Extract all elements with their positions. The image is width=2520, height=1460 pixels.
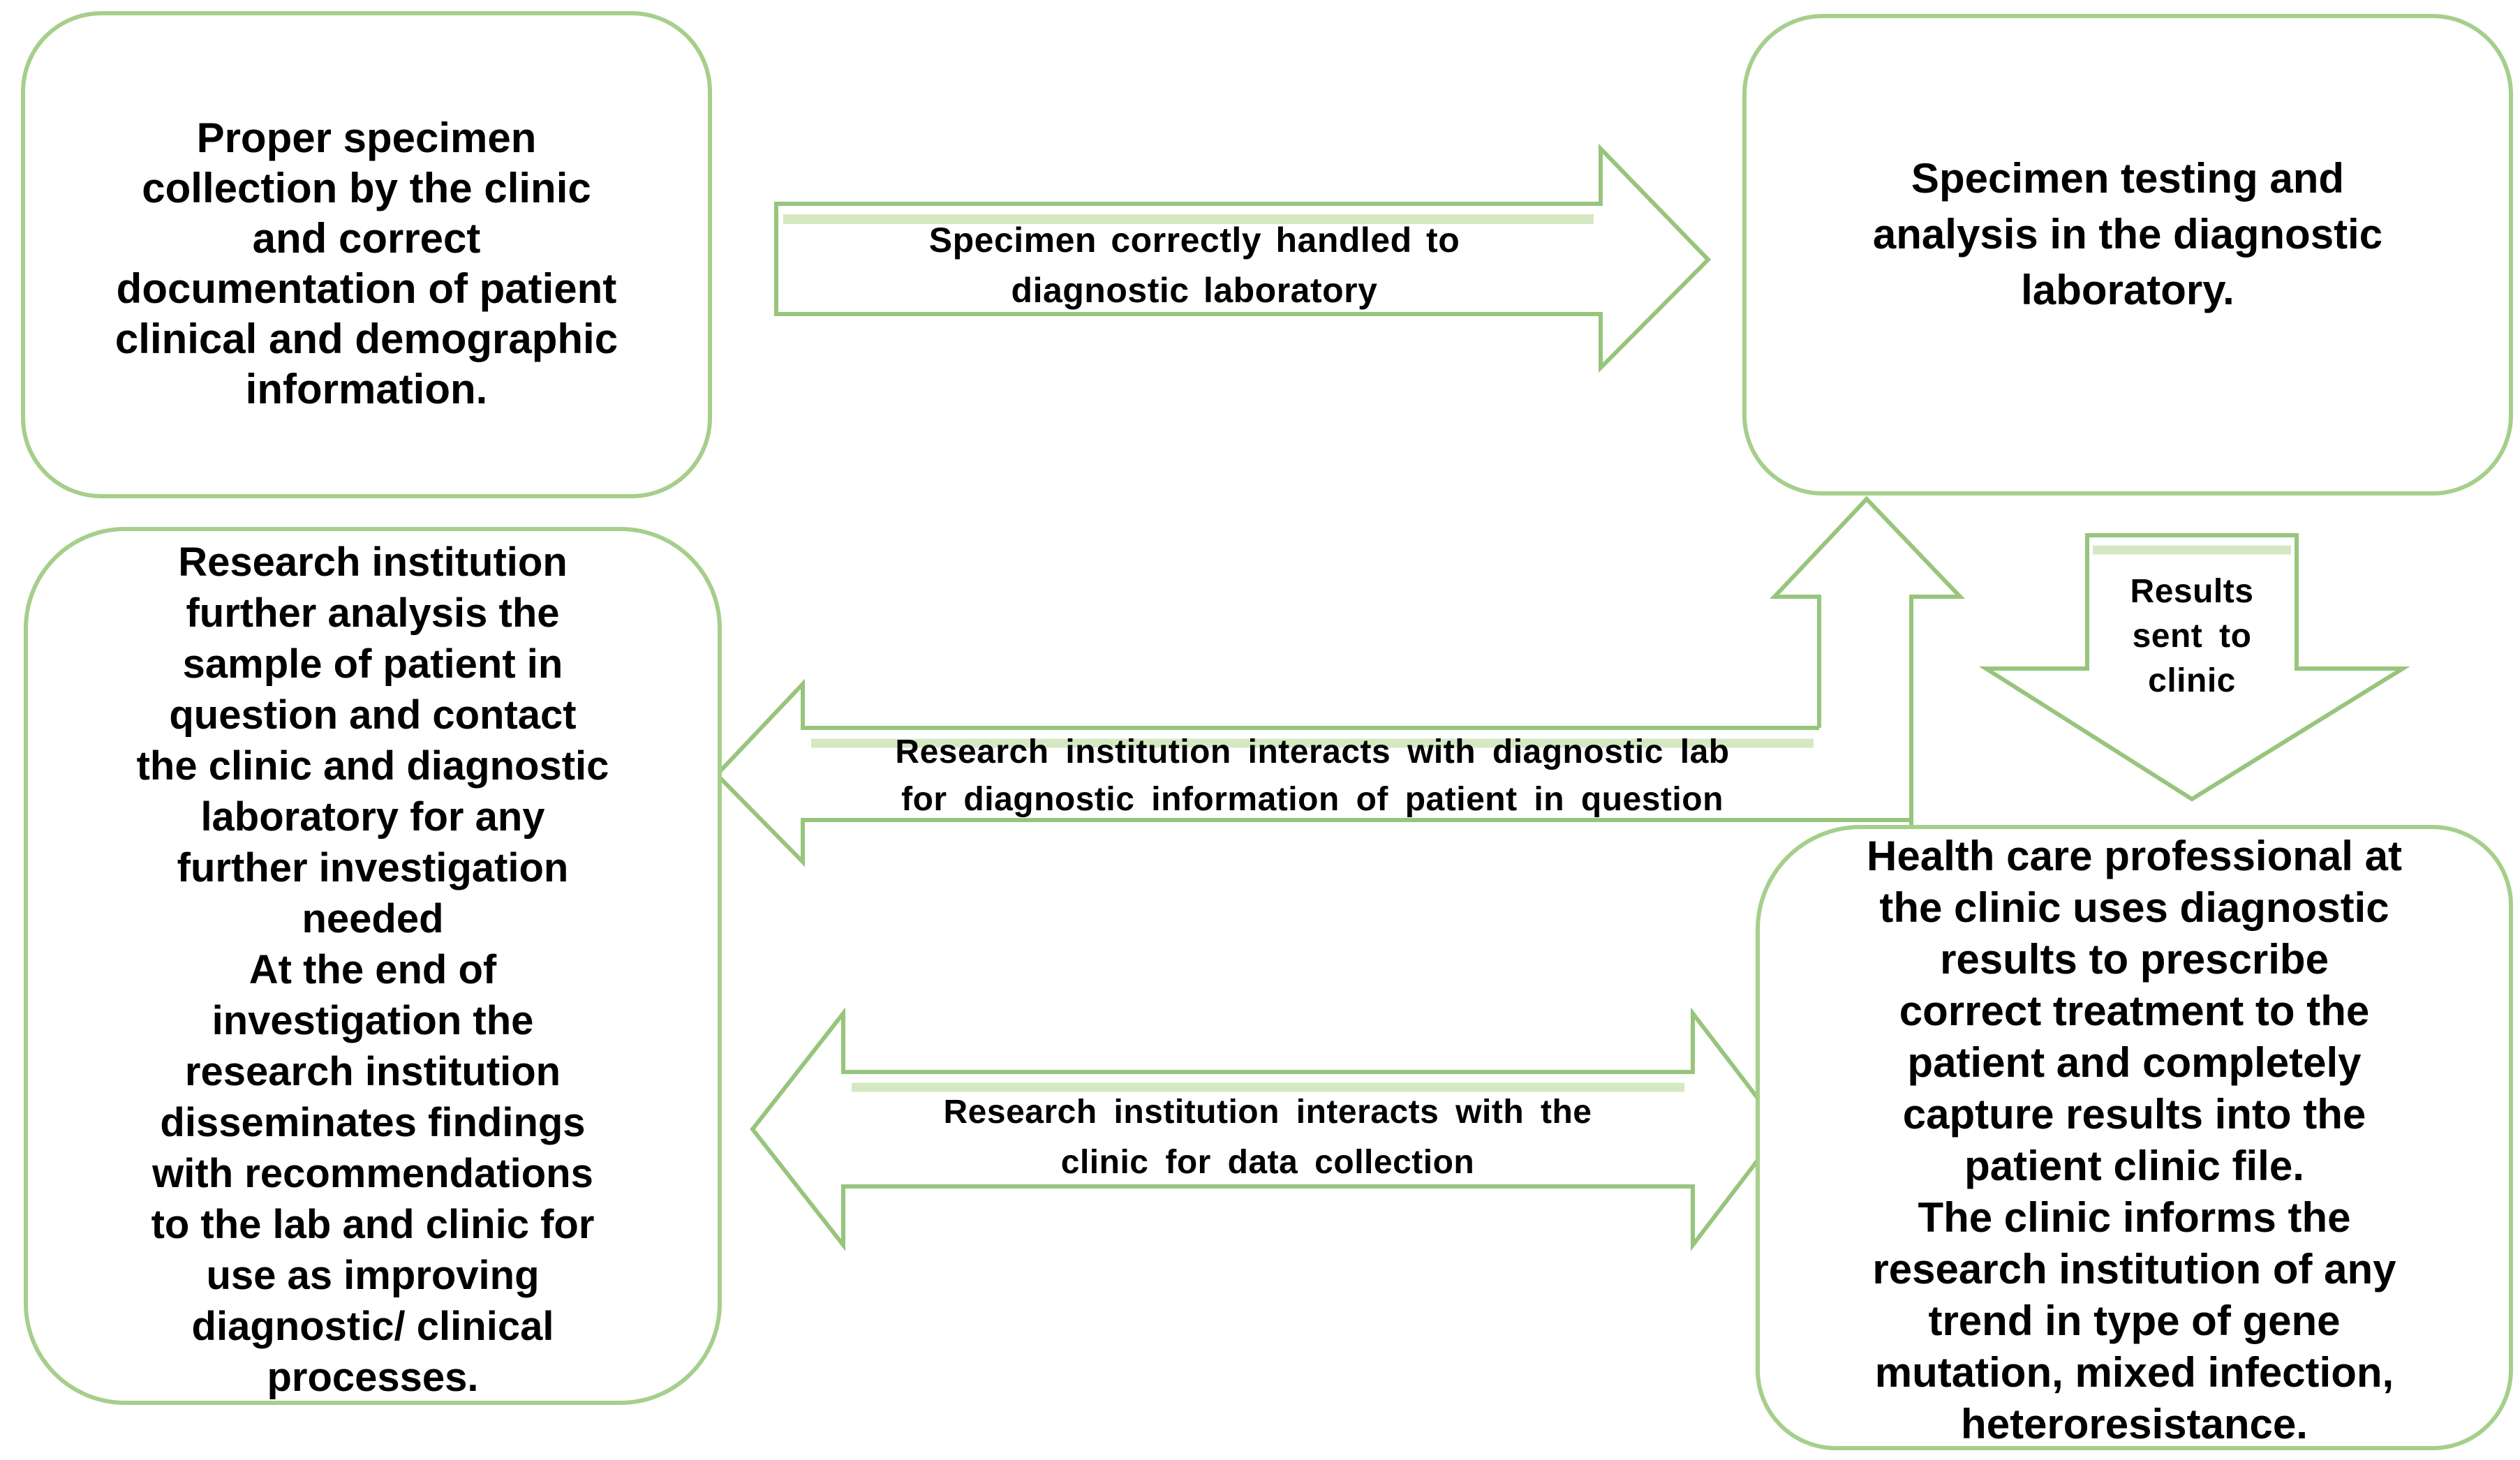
label-research-lab-interaction: Research institution interacts with diag… — [895, 733, 1730, 818]
box-research-institution: Research institution further analysis th… — [24, 527, 722, 1405]
arrow-specimen-handled-right-icon — [774, 143, 1712, 373]
box-health-care-professional-text: Health care professional at the clinic u… — [1867, 833, 2402, 1447]
box-specimen-collection: Proper specimen collection by the clinic… — [21, 11, 712, 498]
label-research-clinic-interaction: Research institution interacts with the … — [943, 1094, 1592, 1181]
box-research-institution-text: Research institution further analysis th… — [136, 539, 609, 1400]
box-specimen-testing: Specimen testing and analysis in the dia… — [1742, 14, 2513, 496]
box-specimen-testing-text: Specimen testing and analysis in the dia… — [1872, 155, 2383, 313]
arrow-results-down-icon — [1978, 533, 2410, 802]
label-results-sent: Results sent to clinic — [2130, 573, 2254, 699]
box-specimen-collection-text: Proper specimen collection by the clinic… — [114, 114, 618, 412]
label-specimen-handled: Specimen correctly handled to diagnostic… — [928, 221, 1460, 310]
arrow-to-diagnostic-lab-up-icon — [1770, 496, 1966, 825]
box-health-care-professional: Health care professional at the clinic u… — [1756, 825, 2513, 1450]
